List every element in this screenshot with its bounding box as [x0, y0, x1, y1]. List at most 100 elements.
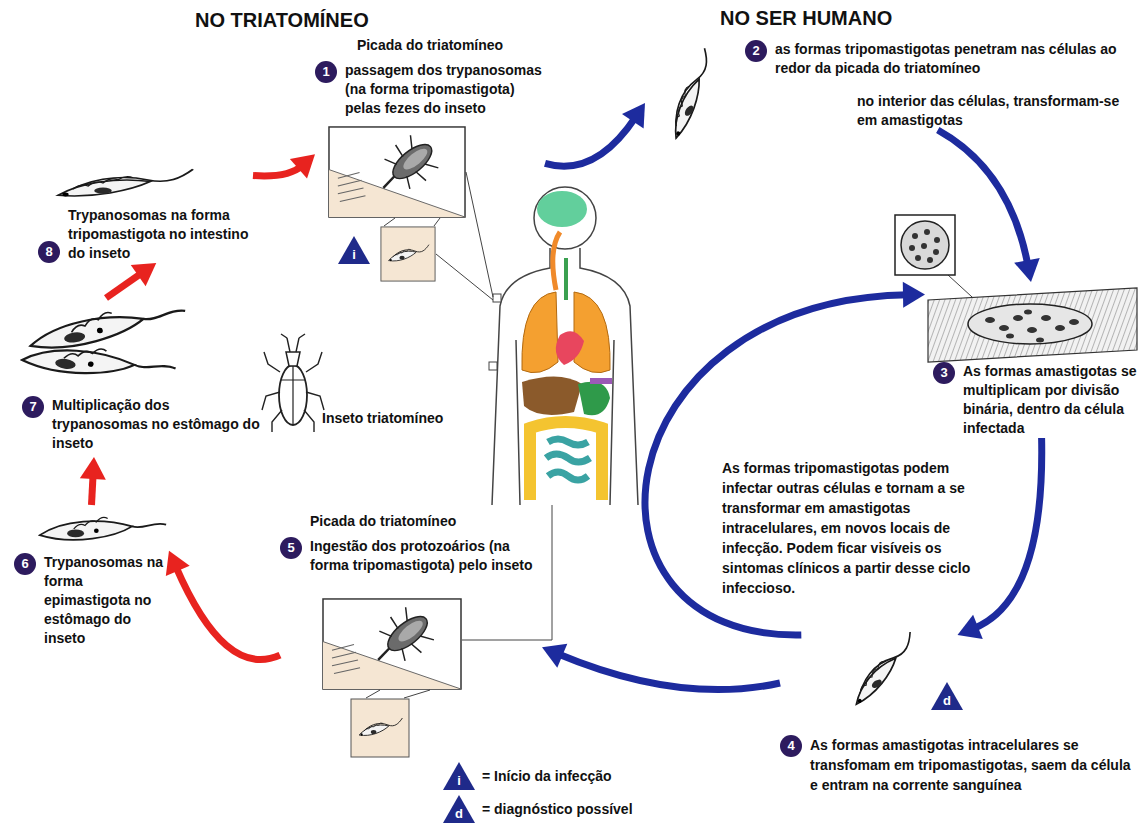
- stage-row: 8 Trypanosomas na forma tripomastigota no…: [38, 206, 253, 263]
- arrow-line: [253, 166, 302, 176]
- callout-number: 6: [14, 553, 36, 575]
- stage-row: 2as formas tripomastigotas penetram nas …: [745, 40, 1133, 78]
- illustration-part: [1027, 327, 1037, 333]
- arrow-line: [545, 117, 636, 166]
- illustration-part: [1036, 338, 1044, 343]
- cycle-arrow: [80, 457, 106, 505]
- stage-group: 6Trypanosomas na forma epimastigota no e…: [14, 505, 169, 648]
- arrow-head: [903, 282, 925, 308]
- illustration-part: [489, 362, 497, 370]
- illustration-part: [921, 243, 927, 249]
- infection-start-marker: [338, 236, 370, 264]
- illustration-part: [286, 352, 300, 366]
- cycle-arrow: [106, 263, 156, 298]
- illustration-part: [466, 172, 493, 297]
- illustration-part: [522, 292, 558, 373]
- illustration-part: [927, 257, 933, 263]
- illustration-part: [384, 218, 440, 226]
- arrow-line: [973, 438, 1041, 629]
- illustration-part: [436, 254, 493, 300]
- marker-letter: d: [933, 693, 961, 709]
- illustration-part: [924, 229, 930, 235]
- illustration-part: [968, 304, 1092, 344]
- legend-text: = Início da infecção: [482, 768, 612, 785]
- stage-description: passagem dos trypanosomas (na forma trip…: [345, 61, 545, 118]
- stage-group: 7Multiplicação dos trypanosomas no estôm…: [22, 298, 262, 457]
- stage-description: As formas amastigotas intracelulares se …: [810, 735, 1135, 795]
- illustration-part: [1006, 334, 1014, 339]
- marker-letter: i: [340, 247, 368, 263]
- illustration-part: [912, 233, 918, 239]
- bite-scene: [329, 127, 465, 217]
- arrow-line: [558, 654, 780, 690]
- arrow-head: [290, 154, 315, 178]
- insect-label: Inseto triatomíneo: [322, 410, 443, 427]
- arrow-line: [106, 273, 142, 298]
- cycle-arrow: [545, 103, 645, 166]
- stage-description: no interior das células, transformam-se …: [857, 92, 1133, 130]
- illustration-part: [366, 690, 430, 698]
- amastigote-zoom: [895, 215, 955, 275]
- section-heading: NO TRIATOMÍNEO: [195, 8, 369, 32]
- epimastigote: [27, 302, 187, 352]
- stage-row: 3As formas amastigotas se multiplicam po…: [925, 362, 1137, 438]
- ingestion-inset: [351, 699, 409, 757]
- illustration-part: [1024, 310, 1032, 315]
- marker-letter: d: [445, 806, 473, 822]
- arrow-head: [1014, 258, 1040, 282]
- bite-scene: [323, 599, 461, 689]
- illustration-part: [578, 382, 610, 415]
- callout-number: 8: [38, 241, 60, 263]
- callout-number: 4: [780, 735, 802, 757]
- stage-description: Ingestão dos protozoários (na forma trip…: [310, 537, 542, 575]
- illustration-part: [281, 334, 305, 352]
- arrow-head: [958, 615, 983, 639]
- stage-group: Picada do triatomíneo1passagem dos trypa…: [315, 36, 545, 218]
- illustration-part: [262, 352, 324, 432]
- stage-group: 3As formas amastigotas se multiplicam po…: [925, 282, 1137, 438]
- illustration-part: [522, 376, 582, 414]
- illustration-part: [537, 191, 587, 227]
- stage-row: 7Multiplicação dos trypanosomas no estôm…: [22, 396, 262, 453]
- arrow-head: [542, 644, 567, 668]
- callout-number: 7: [22, 396, 44, 418]
- arrow-head: [166, 551, 190, 576]
- human-body: [489, 187, 638, 505]
- illustration-part: [933, 249, 939, 255]
- illustration-part: [999, 325, 1009, 331]
- cycle-arrow: [958, 438, 1042, 639]
- stage-group: 8 Trypanosomas na forma tripomastigota no…: [38, 160, 253, 263]
- cycle-arrow: [938, 130, 1040, 282]
- illustration-part: [590, 378, 612, 384]
- illustration-part: [534, 187, 596, 249]
- illustration-part: [556, 331, 584, 365]
- illustration-part: [915, 255, 921, 261]
- cycle-arrow: [166, 551, 280, 660]
- cycle-arrow: [542, 644, 780, 690]
- illustration-part: [492, 248, 638, 505]
- stage-row: 1 passagem dos trypanosomas (na forma tri…: [315, 61, 545, 118]
- illustration-part: [564, 258, 568, 300]
- callout-number: 1: [315, 61, 337, 83]
- triatomine-insect: [262, 334, 324, 432]
- illustration-part: [1013, 315, 1023, 321]
- stage-group: 2as formas tripomastigotas penetram nas …: [645, 40, 1133, 130]
- trypomastigote: [653, 48, 729, 139]
- callout-number: 2: [745, 40, 767, 62]
- stage-row: 5Ingestão dos protozoários (na forma tri…: [280, 537, 542, 575]
- legend-text: = diagnóstico possível: [482, 801, 633, 818]
- trypomastigote: [840, 632, 927, 705]
- illustration-part: [546, 439, 590, 480]
- illustration-part: [493, 294, 501, 302]
- illustration-part: [530, 422, 602, 500]
- illustration-part: [279, 365, 307, 425]
- section-heading: NO SER HUMANO: [720, 6, 892, 30]
- illustration-part: [901, 221, 949, 269]
- arrow-head: [622, 103, 645, 129]
- arrow-line: [938, 130, 1028, 265]
- illustration-part: [574, 292, 610, 373]
- illustration-part: [909, 229, 940, 263]
- stage-description: Trypanosomas na forma tripomastigota no …: [68, 206, 253, 263]
- cycle-arrow: [253, 154, 315, 178]
- arrow-head: [131, 263, 156, 286]
